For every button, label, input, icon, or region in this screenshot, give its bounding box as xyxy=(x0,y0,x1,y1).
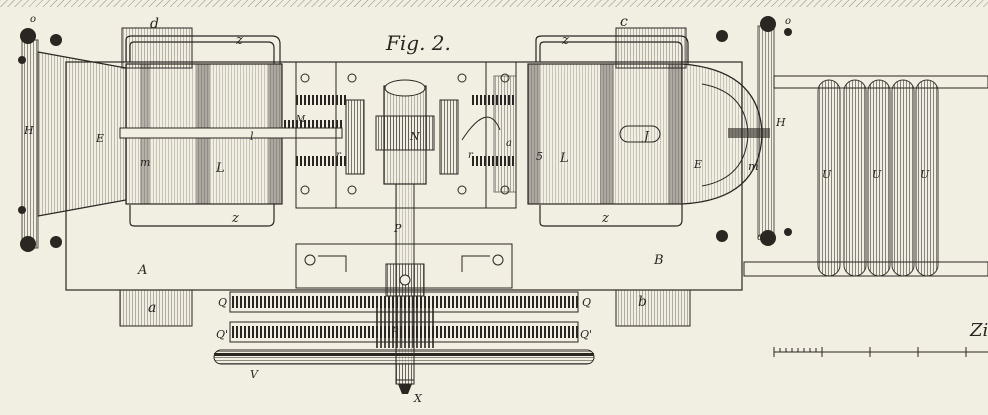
label-M: M xyxy=(295,115,306,125)
label-r-left: r xyxy=(336,150,342,161)
label-P: P xyxy=(393,222,402,235)
label-J: J xyxy=(641,129,650,143)
pipes-z xyxy=(125,35,689,227)
label-o-3: o xyxy=(785,16,791,27)
label-p: p xyxy=(392,324,399,335)
label-o-2: o xyxy=(28,240,34,251)
collar-X xyxy=(395,363,415,394)
label-A: A xyxy=(137,263,147,278)
label-c: c xyxy=(620,14,628,30)
label-z-4: z xyxy=(601,211,609,226)
lower-bracket xyxy=(295,243,513,289)
label-L-left: L xyxy=(215,161,225,176)
tube-c xyxy=(615,27,687,69)
support-foot-b xyxy=(615,289,691,327)
piston-rod-l xyxy=(119,127,343,139)
rack-M xyxy=(282,120,342,128)
label-Q-right: Q xyxy=(582,296,591,309)
right-flange-bolts xyxy=(716,16,792,246)
label-d: d xyxy=(150,16,159,32)
label-L-right: L xyxy=(559,151,569,166)
label-U-2: U xyxy=(872,168,882,181)
label-a: a xyxy=(148,300,156,316)
label-B: B xyxy=(653,253,664,268)
label-o-4: o xyxy=(757,232,763,243)
flywheel-V xyxy=(213,349,595,365)
label-o-1: o xyxy=(30,14,36,25)
label-N: N xyxy=(409,130,420,143)
label-Q-prime-left: Q' xyxy=(216,328,228,341)
label-r-right: r xyxy=(468,150,474,161)
label-U-1: U xyxy=(822,168,832,181)
label-Q-prime-right: Q' xyxy=(580,328,592,341)
label-5: 5 xyxy=(536,150,543,163)
label-E-right: E xyxy=(693,158,702,171)
label-a-small: a xyxy=(506,138,512,149)
left-cylinder xyxy=(21,39,283,249)
right-cylinder xyxy=(527,25,775,237)
label-U-3: U xyxy=(920,168,930,181)
label-Q-left: Q xyxy=(218,296,227,309)
label-V: V xyxy=(250,368,259,381)
label-X: X xyxy=(413,392,423,405)
support-foot-a xyxy=(119,289,193,327)
coils-U xyxy=(817,79,939,277)
label-b: b xyxy=(638,294,647,310)
label-m-right: m xyxy=(748,160,758,173)
pinion-p xyxy=(376,296,434,348)
figure-title: Fig. 2. xyxy=(385,31,451,55)
tube-d xyxy=(121,27,193,69)
spindle-N xyxy=(375,79,435,185)
label-l: l xyxy=(250,130,254,143)
label-H-right: H xyxy=(775,116,786,129)
label-z-2: z xyxy=(561,33,569,48)
left-flange-bolts xyxy=(18,28,62,252)
label-H-left: H xyxy=(23,124,34,137)
crank-a xyxy=(461,75,517,193)
plate-top-border xyxy=(0,0,988,7)
label-z-3: z xyxy=(231,211,239,226)
label-z-1: z xyxy=(235,33,243,48)
label-E-left: E xyxy=(95,132,104,145)
edge-text: Zi xyxy=(969,320,988,341)
scale-bar xyxy=(773,347,988,357)
central-housing xyxy=(295,61,517,209)
label-m-left: m xyxy=(140,156,150,169)
